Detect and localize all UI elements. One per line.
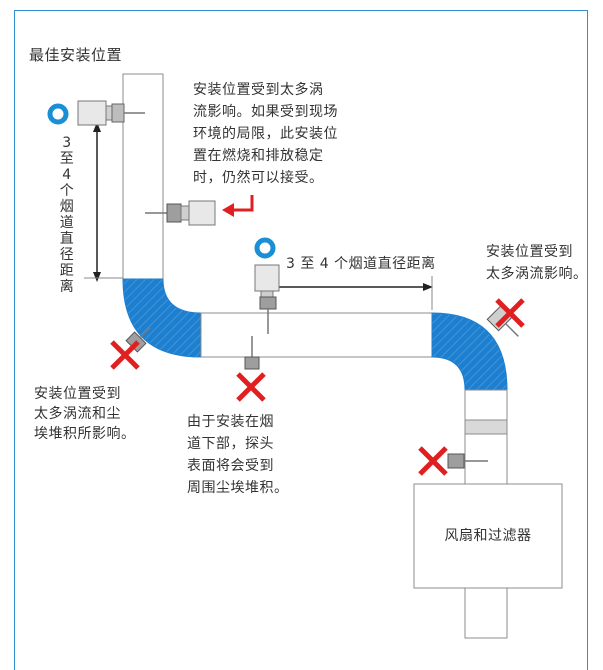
- horizontal-duct: [200, 312, 433, 358]
- label-left-dust: 安装位置受到 太多涡流和尘 埃堆积所影响。: [34, 386, 136, 442]
- sensor-mid-acceptable: [145, 200, 216, 226]
- diagram-frame: [14, 10, 588, 670]
- sensor-fan-side-bad: [447, 453, 488, 469]
- sensor-horizontal-good: [254, 264, 280, 334]
- diagram-title: 最佳安装位置: [29, 46, 123, 64]
- duct-band: [464, 419, 508, 435]
- cross-fan-side: [418, 446, 448, 476]
- label-top-swirl: 安装位置受到太多涡 流影响。如果受到现场 环境的局限，此安装位 置在燃烧和排放稳…: [193, 82, 338, 186]
- cross-right-elbow: [495, 298, 525, 328]
- label-vertical-distance: 3 至 4 个 烟 道 直 径 距 离: [59, 135, 75, 295]
- duct-diagram: [47, 73, 563, 639]
- right-vertical-duct: [464, 389, 508, 485]
- cross-left-elbow: [110, 340, 140, 370]
- exhaust-duct: [464, 587, 508, 639]
- label-horizontal-distance: 3 至 4 个烟道直径距离: [286, 256, 436, 272]
- red-arrow: [232, 195, 254, 212]
- label-right-swirl: 安装位置受到 太多涡流影响。: [486, 244, 588, 282]
- sensor-top-good: [77, 100, 145, 126]
- label-bottom-dust: 由于安装在烟 道下部，探头 表面将会受到 周围尘埃堆积。: [187, 414, 289, 496]
- vertical-duct: [122, 73, 164, 280]
- good-position-marker-horizontal: [254, 237, 276, 259]
- good-position-marker-top: [47, 103, 69, 125]
- fan-filter-box: [413, 483, 563, 589]
- sensor-bottom-bad: [244, 336, 260, 370]
- cross-bottom: [236, 372, 266, 402]
- label-fan-box: 风扇和过滤器: [444, 528, 532, 544]
